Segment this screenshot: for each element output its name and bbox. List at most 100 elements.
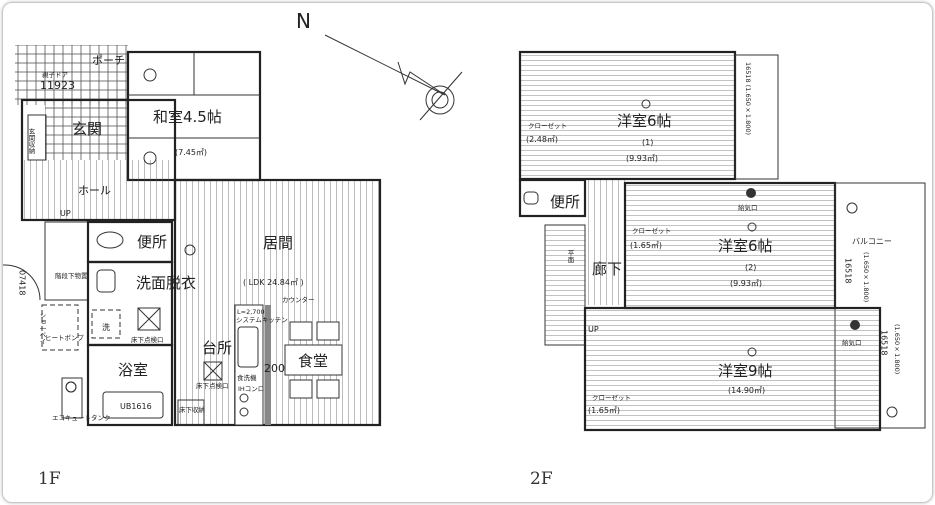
room2-area: (9.93㎡) — [730, 279, 762, 288]
north-label: N — [296, 9, 311, 33]
japanese-room-label: 和室4.5帖 — [153, 108, 222, 126]
closet2-area: (1.65㎡) — [630, 241, 662, 250]
toilet-icon-2f — [523, 191, 539, 205]
closet1-label: クローゼット — [528, 121, 567, 130]
ih-burner-icon — [239, 393, 249, 403]
up-label-1f: UP — [60, 209, 71, 218]
ldk-floor — [175, 180, 380, 425]
room1-floor — [520, 52, 735, 179]
dishwasher-label: 食洗機 — [237, 373, 257, 382]
under-floor-storage — [177, 399, 205, 426]
entrance-storage-label: 玄関収納 — [27, 127, 35, 156]
kitchen-spec: L=2,700 — [237, 308, 265, 316]
ecocute-tank — [61, 377, 83, 419]
sink-icon — [96, 269, 116, 293]
ldk-area: ( LDK 24.84㎡ ) — [243, 278, 304, 287]
counter — [265, 305, 271, 425]
closet1-area: (2.48㎡) — [526, 135, 558, 144]
vent2-label: 給気口 — [842, 338, 862, 347]
system-kitchen-label: システムキッチン — [236, 316, 288, 324]
toilet-icon — [96, 231, 124, 249]
washer-label: 洗 — [102, 322, 110, 332]
room1-number: (1) — [642, 138, 653, 147]
hall-label: ホール — [78, 184, 111, 197]
stairs-2f — [544, 224, 586, 346]
room3-label: 洋室9帖 — [718, 362, 773, 380]
dining-label: 食堂 — [298, 352, 328, 370]
room2-label: 洋室6帖 — [718, 237, 773, 255]
porch-tiles — [15, 45, 128, 105]
stairs-mark: 平面 — [566, 250, 574, 264]
bath-label: 浴室 — [118, 361, 148, 379]
light-icons-2f — [641, 99, 898, 418]
room3-area: (14.90㎡) — [728, 386, 765, 395]
stairs — [44, 221, 89, 301]
floor-label-1f: 1F — [38, 469, 61, 489]
window1-label: 16518 (1.650×1.800) — [744, 62, 752, 135]
heat-pump-side-label: ショ一ベイ — [38, 312, 46, 345]
compass: N — [296, 9, 463, 121]
window2-code: 16518 — [844, 258, 853, 283]
entrance-tiles — [45, 100, 128, 160]
door-label: 親子ドア — [42, 70, 69, 79]
room2-number: (2) — [745, 263, 756, 272]
bathtub — [102, 391, 164, 419]
room1-area: (9.93㎡) — [626, 154, 658, 163]
vent1-label: 給気口 — [738, 203, 758, 212]
toilet-label-2f: 便所 — [550, 193, 580, 211]
room2-floor — [625, 183, 835, 308]
north-arrow-icon — [324, 34, 446, 96]
compass-circle-icon — [425, 85, 455, 115]
room1-label: 洋室6帖 — [617, 112, 672, 130]
vent-icon — [850, 320, 860, 330]
floor-label-2f: 2F — [530, 469, 553, 489]
unit-bath-label: UB1616 — [120, 402, 152, 411]
floor-1f: ポーチ 親子ドア 11923 玄関 玄関収納 和室4.5帖 (7.45㎡) ホー… — [2, 45, 382, 489]
kitchen-label: 台所 — [202, 339, 232, 357]
porch-label: ポーチ — [92, 54, 125, 67]
balcony-label: バルコニー — [852, 237, 892, 246]
corridor-label: 廊下 — [592, 260, 622, 278]
hall-floor — [22, 160, 175, 220]
ecocute-tank-label: エコキュートタンク — [52, 413, 111, 422]
entrance-storage — [27, 114, 47, 161]
japanese-room-area: (7.45㎡) — [175, 148, 207, 157]
living-label: 居間 — [263, 234, 293, 252]
window3-size: (1.650×1.800) — [893, 324, 901, 374]
heat-pump — [41, 304, 79, 351]
kitchen-sink-icon — [237, 326, 259, 368]
entrance-label: 玄関 — [72, 120, 102, 138]
counter-label: カウンター — [282, 295, 315, 304]
understairs-storage-label: 階段下物置 — [55, 271, 88, 280]
heat-pump-label: ヒートポンプ — [45, 334, 84, 342]
toilet-label-1f: 便所 — [137, 233, 167, 251]
door-code: 11923 — [40, 79, 75, 92]
counter-height: 200 — [264, 362, 285, 375]
closet3-area: (1.65㎡) — [588, 406, 620, 415]
closet3-label: クローゼット — [592, 393, 631, 402]
floor-2f: 洋室6帖 (1) (9.93㎡) クローゼット (2.48㎡) 16518 (1… — [518, 50, 926, 489]
kitchen-hatch-label: 床下点検口 — [196, 381, 229, 390]
floor-hatch-icon — [137, 307, 161, 331]
window-code-1f: 07418 — [18, 270, 27, 295]
light-icons — [65, 68, 196, 393]
washroom-label: 洗面脱衣 — [136, 274, 196, 292]
up-label-2f: UP — [588, 325, 599, 334]
closet2-label: クローゼット — [632, 226, 671, 235]
door-swing — [2, 264, 41, 301]
window2-size: (1.650×1.800) — [862, 252, 870, 302]
room3-floor — [585, 308, 880, 430]
corridor-floor — [585, 180, 625, 305]
window-box-1 — [734, 54, 779, 180]
washer-space — [91, 309, 121, 339]
window3-code: 16518 — [880, 330, 889, 355]
dining-table — [284, 344, 343, 376]
under-storage-label: 床下収納 — [179, 405, 205, 414]
kitchen-hatch-icon — [203, 361, 223, 381]
vent-icon — [746, 188, 756, 198]
ih-label: IHコンロ — [238, 385, 264, 393]
floor-hatch-label: 床下点検口 — [131, 335, 164, 344]
